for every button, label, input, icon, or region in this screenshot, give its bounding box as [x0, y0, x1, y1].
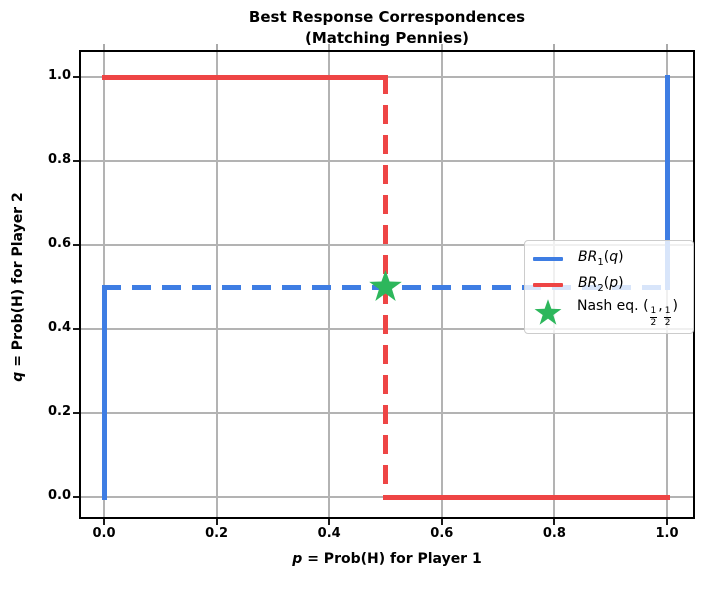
x-tick-mark — [328, 519, 331, 525]
x-tick-mark — [666, 519, 668, 525]
x-tick-mark — [215, 519, 218, 525]
legend-label-br2: BR2(p) — [578, 275, 624, 295]
x-tick-mark-top — [666, 44, 668, 50]
y-axis-variable: q — [10, 371, 26, 382]
y-tick-mark — [73, 328, 79, 330]
y-axis-label-text: = Prob(H) for Player 2 — [10, 192, 26, 372]
y-tick-label: 0.4 — [47, 320, 71, 335]
x-axis-variable: p — [292, 551, 303, 567]
x-axis-label: p = Prob(H) for Player 1 — [79, 551, 695, 567]
y-tick-mark — [73, 244, 79, 246]
y-tick-label: 1.0 — [47, 68, 71, 83]
chart-title-line2: (Matching Pennies) — [304, 28, 470, 47]
y-tick-label: 0.0 — [47, 488, 71, 503]
x-tick-label: 0.2 — [205, 526, 229, 541]
plot-inner — [81, 52, 693, 517]
series-0-segment — [664, 74, 670, 290]
chart-title: Best Response Correspondences (Matching … — [79, 7, 695, 48]
series-1-segment — [101, 74, 388, 80]
x-tick-label: 1.0 — [655, 526, 679, 541]
y-axis-label: q = Prob(H) for Player 2 — [10, 137, 30, 437]
legend-label-br1: BR1(q) — [578, 249, 624, 269]
y-tick-label: 0.6 — [47, 236, 71, 251]
y-tick-mark — [73, 496, 79, 498]
x-tick-mark-top — [215, 44, 218, 50]
x-tick-mark — [440, 519, 443, 525]
x-tick-mark-top — [103, 44, 105, 50]
legend-item-br2: BR2(p) — [533, 272, 683, 298]
x-tick-mark-top — [328, 44, 331, 50]
x-tick-mark-top — [553, 44, 556, 50]
y-tick-label: 0.8 — [47, 152, 71, 167]
chart-title-line1: Best Response Correspondences — [248, 8, 526, 26]
br1-line-swatch — [533, 256, 563, 261]
x-tick-label: 0.6 — [430, 526, 454, 541]
y-tick-mark — [73, 76, 79, 78]
series-1-segment — [383, 494, 670, 500]
br2-line-swatch — [533, 282, 563, 287]
x-axis-label-text: = Prob(H) for Player 1 — [302, 551, 482, 567]
y-tick-mark — [73, 160, 79, 162]
y-tick-mark — [73, 412, 79, 414]
series-0-segment — [101, 284, 107, 500]
x-tick-mark — [103, 519, 105, 525]
y-tick-label: 0.2 — [47, 404, 71, 419]
x-tick-label: 0.4 — [317, 526, 341, 541]
nash-star-icon — [534, 299, 562, 325]
legend-item-br1: BR1(q) — [533, 246, 683, 272]
x-tick-label: 0.0 — [92, 526, 116, 541]
x-tick-mark — [553, 519, 556, 525]
x-tick-mark-top — [440, 44, 443, 50]
x-tick-label: 0.8 — [542, 526, 566, 541]
